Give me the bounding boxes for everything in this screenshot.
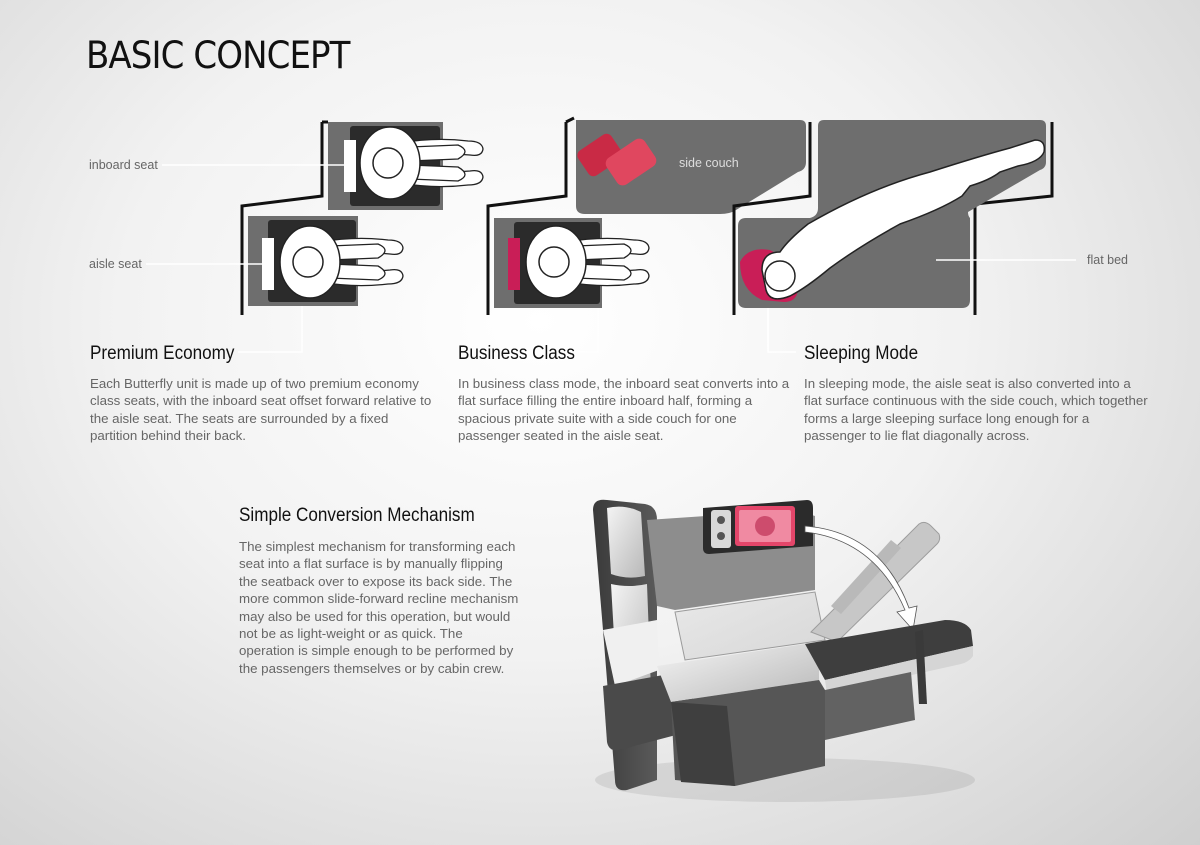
side-couch-cushions	[577, 133, 657, 186]
flat-bed-label: flat bed	[1087, 253, 1128, 267]
conversion-mechanism-description: The simplest mechanism for transforming …	[239, 539, 519, 676]
business-class-title: Business Class	[458, 343, 575, 364]
side-couch-label: side couch	[679, 156, 739, 170]
aisle-seat-label: aisle seat	[89, 257, 142, 271]
business-class-diagram	[486, 116, 806, 353]
business-class-description: In business class mode, the inboard seat…	[458, 376, 790, 444]
conversion-mechanism-title: Simple Conversion Mechanism	[239, 505, 475, 526]
sleeping-mode-diagram	[732, 120, 1076, 353]
premium-economy-diagram	[146, 120, 484, 353]
sleeping-mode-description: In sleeping mode, the aisle seat is also…	[804, 376, 1148, 444]
inboard-seat-label: inboard seat	[89, 158, 158, 172]
seat-3d-render	[593, 499, 975, 802]
premium-economy-description: Each Butterfly unit is made up of two pr…	[90, 376, 432, 444]
concept-diagram: inboard seat aisle seat side couch	[89, 116, 1129, 353]
sleeping-mode-title: Sleeping Mode	[804, 343, 919, 364]
premium-economy-title: Premium Economy	[90, 343, 235, 364]
flip-arrow	[804, 525, 918, 631]
page-title: BASIC CONCEPT	[86, 34, 350, 77]
sleeping-passenger	[761, 139, 1046, 300]
